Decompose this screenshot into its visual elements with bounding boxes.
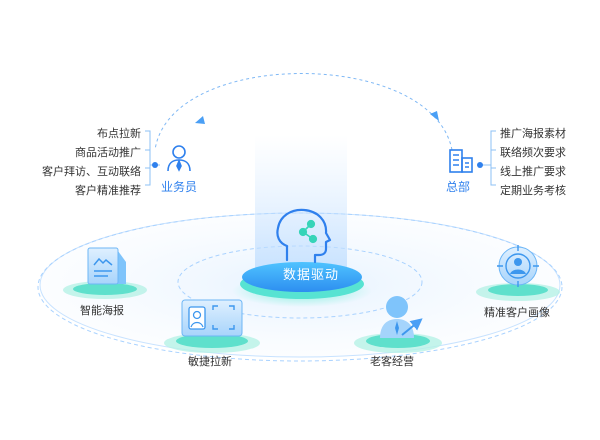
portrait-pad [488, 284, 548, 296]
salesman-task-item: 客户精准推荐 [75, 184, 141, 197]
salesman-bracket [145, 130, 160, 186]
poster-icon [87, 247, 126, 285]
customer-growth-icon [380, 296, 423, 338]
id-card-scan-icon [181, 299, 243, 337]
feature-portrait-label: 精准客户画像 [484, 306, 550, 319]
salesman-task-item: 布点拉新 [97, 127, 141, 140]
salesman-task-item: 客户拜访、互动联络 [42, 165, 141, 178]
feature-old-customer-label: 老客经营 [370, 355, 414, 368]
center-label: 数据驱动 [283, 268, 340, 283]
hq-label: 总部 [446, 180, 471, 194]
hq-requirement-list: 推广海报素材 联络频次要求 线上推广要求 定期业务考核 [500, 124, 566, 200]
salesman-task-item: 商品活动推广 [75, 146, 141, 159]
newcust-pad [176, 334, 248, 348]
target-portrait-icon [497, 245, 539, 287]
hq-requirement-item: 推广海报素材 [500, 127, 566, 140]
feature-poster-label: 智能海报 [80, 304, 124, 317]
feature-new-customer-label: 敏捷拉新 [188, 355, 232, 368]
hq-node [477, 162, 483, 168]
salesman-icon [167, 145, 191, 172]
poster-pad [73, 283, 137, 295]
hq-requirement-item: 联络频次要求 [500, 146, 566, 159]
salesman-label: 业务员 [161, 180, 198, 194]
hq-requirement-item: 线上推广要求 [500, 165, 566, 178]
building-icon [449, 149, 473, 173]
head-data-icon [276, 208, 332, 264]
center-disc [242, 262, 362, 292]
hq-requirement-item: 定期业务考核 [500, 184, 566, 197]
arc-arrow-right [430, 111, 439, 121]
hq-bracket [482, 130, 496, 186]
salesman-task-list: 布点拉新 商品活动推广 客户拜访、互动联络 客户精准推荐 [42, 124, 141, 200]
salesman-node [152, 162, 158, 168]
arc-arrow-left [195, 116, 205, 124]
